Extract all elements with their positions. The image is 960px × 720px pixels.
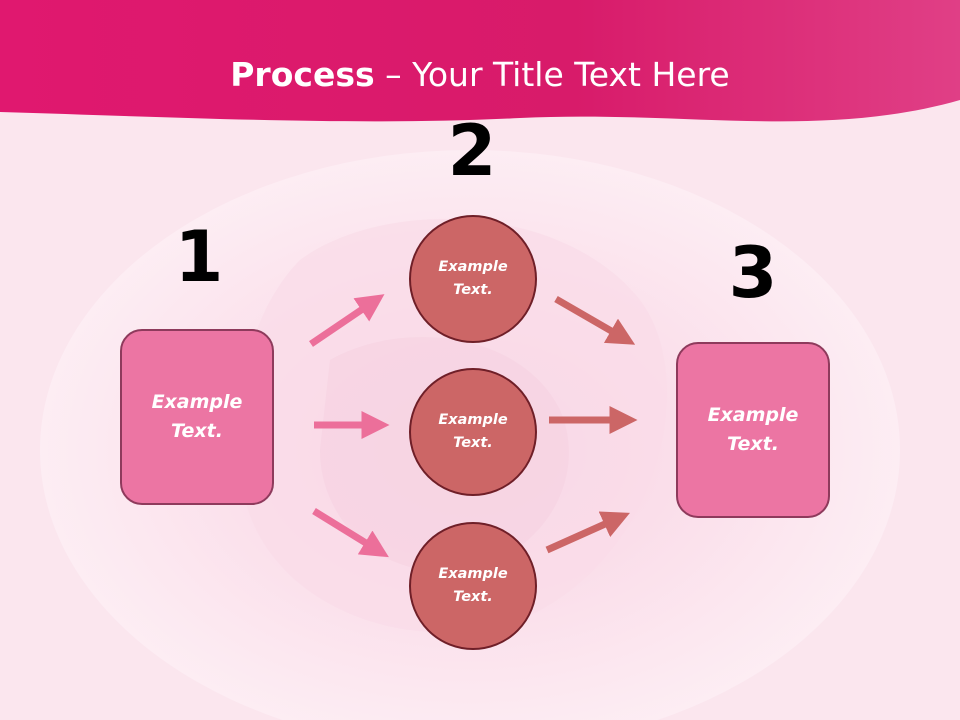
step-2-item-2-text: Example Text. [438,412,508,451]
step-number-1: 1 [174,216,224,298]
step-3-text: Example Text. [707,404,799,455]
step-number-3: 3 [728,232,778,314]
step-3-box: Example Text. [676,342,830,518]
step-2-item-3-text: Example Text. [438,566,508,605]
step-1-box: Example Text. [120,329,274,505]
slide-title: Process – Your Title Text Here [0,54,960,96]
step-2-circle-bottom: Example Text. [409,522,537,650]
title-rest: – Your Title Text Here [374,55,730,94]
step-2-circle-middle: Example Text. [409,368,537,496]
step-number-2: 2 [447,110,497,192]
step-1-text: Example Text. [151,391,243,442]
step-2-circle-top: Example Text. [409,215,537,343]
title-bold: Process [230,55,375,94]
step-2-item-1-text: Example Text. [438,259,508,298]
